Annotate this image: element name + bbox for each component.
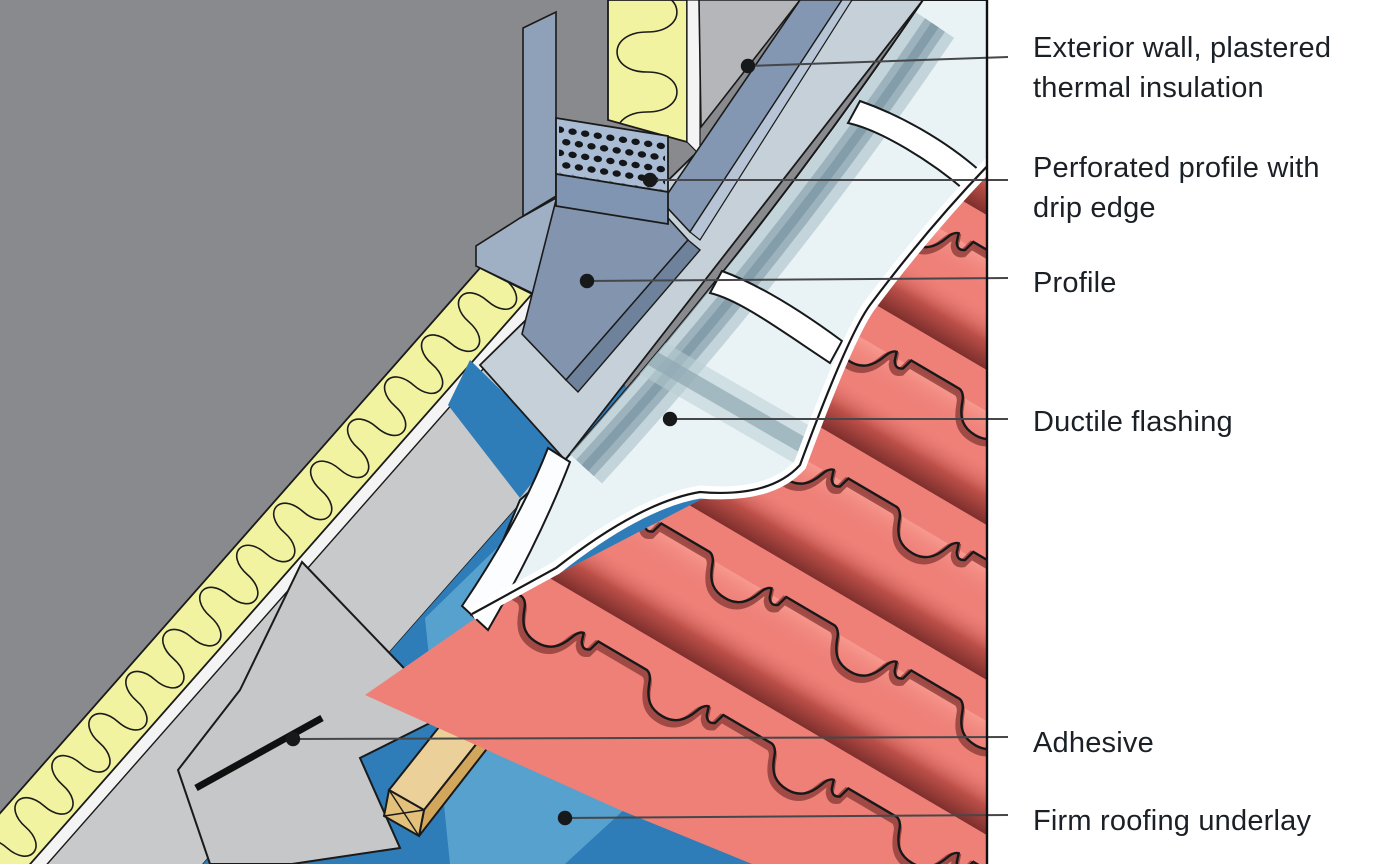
- insulation-hatching: [0, 279, 518, 864]
- label-line: Profile: [1033, 267, 1117, 299]
- underlay-flap: [176, 560, 450, 864]
- leader-line-profile: [586, 277, 1009, 282]
- plaster-section-cut: [686, 0, 701, 157]
- anchor-dot-profile: [579, 273, 595, 289]
- anchor-dot-perforated-profile: [642, 172, 658, 188]
- anchor-dot-ductile-flashing: [662, 411, 678, 427]
- label-ductile-flashing: Ductile flashing: [1033, 402, 1233, 442]
- leader-lines: [292, 56, 1009, 819]
- perforated-plate-lip: [555, 172, 669, 226]
- label-exterior-wall: Exterior wall, plastered thermal insulat…: [1033, 28, 1331, 108]
- insulation-batt-hatching: [616, 0, 678, 142]
- label-firm-roofing-underlay: Firm roofing underlay: [1033, 801, 1311, 841]
- label-line: Firm roofing underlay: [1033, 805, 1312, 837]
- wall-base-corner-assembly: [475, 0, 853, 394]
- label-line: Ductile flashing: [1033, 406, 1233, 438]
- anchor-dot-adhesive: [285, 731, 301, 747]
- ductile-flashing: [460, 0, 988, 632]
- flashing-end-fold: [460, 446, 572, 632]
- label-line: thermal insulation: [1033, 72, 1264, 104]
- label-adhesive: Adhesive: [1033, 723, 1154, 763]
- label-perforated-profile: Perforated profile with drip edge: [1033, 148, 1320, 228]
- flashing-hem-edge: [471, 163, 988, 615]
- label-profile: Profile: [1033, 263, 1117, 303]
- flashing-step-overlap: [708, 269, 844, 365]
- leader-dots: [285, 58, 756, 826]
- anchor-dot-underlay: [557, 810, 573, 826]
- label-line: Exterior wall, plastered: [1033, 32, 1332, 64]
- underlay-corner: [448, 360, 560, 498]
- leader-line-adhesive: [292, 736, 1009, 740]
- profile-drip-fold: [565, 239, 701, 394]
- profile-back-panel: [522, 10, 557, 218]
- thermal-insulation-batt: [607, 0, 688, 144]
- label-line: drip edge: [1033, 192, 1156, 224]
- flashing-corrugation-shading: [568, 12, 955, 484]
- adhesive-strip: [194, 714, 324, 792]
- leader-line-exterior-wall: [747, 56, 1009, 67]
- anchor-dot-exterior-wall: [740, 58, 756, 74]
- leader-line-underlay: [564, 814, 1009, 819]
- label-line: Perforated profile with: [1033, 152, 1320, 184]
- label-line: Adhesive: [1033, 727, 1154, 759]
